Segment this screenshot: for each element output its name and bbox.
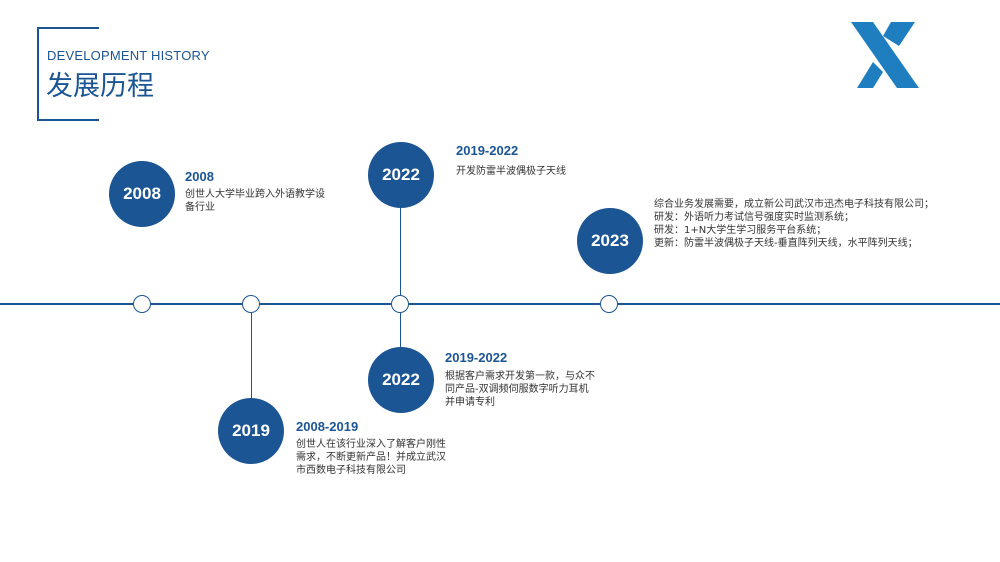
x-logo-icon	[851, 22, 919, 88]
event-heading: 2019-2022	[445, 350, 508, 365]
year-badge-2022: 2022	[368, 142, 434, 208]
page-title: 发展历程	[46, 71, 154, 102]
timeline-node	[133, 295, 151, 313]
event-description: 根据客户需求开发第一款，与众不 同产品-双调频伺服数字听力耳机 并申请专利	[445, 371, 595, 408]
timeline-node	[391, 295, 409, 313]
year-badge-2019: 2019	[218, 398, 284, 464]
event-heading: 2019-2022	[456, 143, 519, 158]
timeline-node	[242, 295, 260, 313]
title-english: DEVELOPMENT HISTORY	[47, 48, 210, 63]
event-description: 综合业务发展需要，成立新公司武汉市迅杰电子科技有限公司； 研发：外语听力考试信号…	[654, 199, 934, 249]
event-description: 创世人大学毕业跨入外语教学设 备行业	[185, 189, 325, 213]
connector-line	[400, 205, 401, 300]
year-badge-2008: 2008	[109, 161, 175, 227]
timeline-node	[600, 295, 618, 313]
event-heading: 2008	[185, 169, 214, 184]
event-description: 创世人在该行业深入了解客户刚性 需求，不断更新产品！并成立武汉 市西数电子科技有…	[296, 439, 446, 476]
title-frame	[37, 27, 99, 121]
timeline-axis	[0, 303, 1000, 305]
event-heading: 2008-2019	[296, 419, 359, 434]
connector-line	[251, 313, 252, 399]
year-badge-2022: 2022	[368, 347, 434, 413]
year-badge-2023: 2023	[577, 208, 643, 274]
connector-line	[400, 313, 401, 351]
event-description: 开发防雷半波偶极子天线	[456, 166, 566, 177]
